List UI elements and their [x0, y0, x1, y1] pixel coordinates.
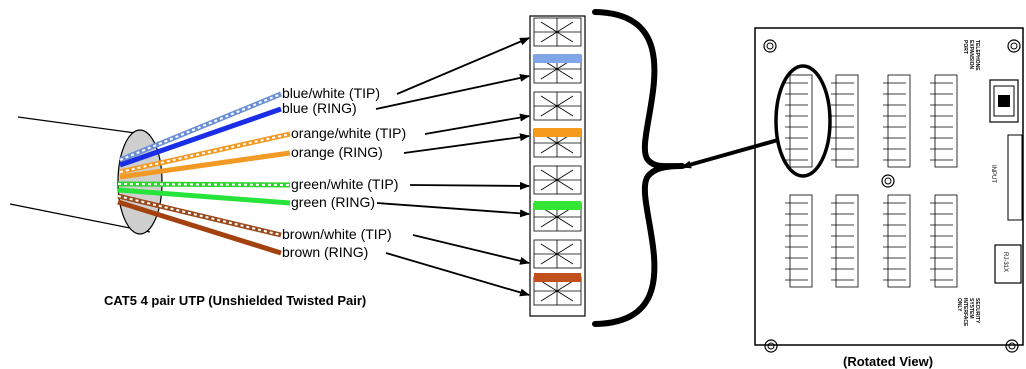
board-terminal-strip: [785, 74, 813, 168]
svg-text:EXPANSION: EXPANSION: [968, 40, 974, 69]
wire-stripe: [117, 183, 291, 186]
wire-label-orange-white: orange/white (TIP): [291, 125, 406, 141]
connection-arrow: [385, 252, 530, 297]
mounting-hole-icon: [1005, 339, 1019, 353]
terminal-slot: [533, 239, 582, 269]
connection-arrow: [396, 37, 530, 95]
mounting-hole-icon: [881, 174, 895, 188]
board-terminal-strip: [883, 74, 911, 168]
wire-label-green-white: green/white (TIP): [291, 176, 398, 192]
board-terminal-strip: [930, 74, 958, 168]
wire: [119, 106, 282, 168]
board-label-rj31x: RJ-31X: [1002, 252, 1008, 272]
terminal-block: [529, 15, 586, 317]
wire-stripe: [119, 93, 282, 161]
wires: [117, 91, 291, 256]
color-band-blue: [534, 54, 581, 63]
board-terminal-strip: [831, 74, 859, 168]
board-label-telephone: TELEPHONE EXPANSION PORT: [962, 40, 980, 71]
wire-label-blue: blue (RING): [282, 100, 357, 116]
svg-text:INTERFACE: INTERFACE: [962, 298, 968, 327]
highlight-ellipse: [774, 64, 832, 178]
wire-label-blue-white: blue/white (TIP): [282, 85, 380, 101]
mounting-hole-icon: [1007, 39, 1021, 53]
svg-text:TELEPHONE: TELEPHONE: [974, 40, 980, 71]
terminal-slot: [533, 91, 582, 121]
board-caption: (Rotated View): [843, 354, 933, 369]
wire-label-brown: brown (RING): [282, 244, 368, 260]
connection-arrow: [424, 113, 530, 135]
brace: [592, 9, 685, 327]
wire: [117, 199, 282, 256]
terminal-slot: [533, 17, 582, 47]
board-label-input: INPUT: [990, 165, 996, 183]
color-band-orange: [534, 128, 581, 137]
color-band-brown: [534, 273, 581, 282]
rj31x-jack-icon: [994, 244, 1022, 284]
board-terminal-strip: [785, 194, 813, 288]
board-terminal-strip: [831, 194, 859, 288]
wire-label-brown-white: brown/white (TIP): [282, 226, 392, 242]
svg-text:PORT: PORT: [962, 40, 968, 54]
wire-stripe: [119, 133, 291, 173]
color-band-green: [534, 201, 581, 210]
wire: [117, 187, 291, 206]
wire-stripe: [117, 195, 282, 236]
input-connector: [1007, 134, 1023, 221]
terminal-slot: [533, 165, 582, 195]
board-terminal-strip: [930, 194, 958, 288]
interface-board: TELEPHONE EXPANSION PORT INPUT RJ-31X SE…: [754, 27, 1024, 353]
wire-label-green: green (RING): [291, 194, 375, 210]
svg-text:SYSTEM: SYSTEM: [968, 298, 974, 319]
board-terminal-strip: [883, 194, 911, 288]
board-pointer-arrow: [681, 138, 779, 169]
svg-text:ONLY: ONLY: [956, 298, 962, 312]
connection-arrow: [375, 73, 530, 110]
mounting-hole-icon: [763, 39, 777, 53]
connection-arrow: [409, 181, 530, 190]
connection-arrows: [375, 37, 530, 297]
terminal-strips: [785, 74, 958, 288]
svg-text:SECURITY: SECURITY: [974, 298, 980, 324]
cable-caption: CAT5 4 pair UTP (Unshielded Twisted Pair…: [104, 293, 366, 308]
mounting-hole-icon: [764, 339, 778, 353]
wire-labels: blue/white (TIP) blue (RING) orange/whit…: [282, 85, 406, 260]
connection-arrow: [412, 234, 530, 265]
wire-label-orange: orange (RING): [291, 144, 383, 160]
connection-arrow: [376, 202, 530, 218]
telephone-jack-icon: [989, 79, 1019, 123]
connection-arrow: [403, 133, 530, 154]
board-label-security: SECURITY SYSTEM INTERFACE ONLY: [956, 298, 980, 327]
wire: [119, 150, 291, 180]
